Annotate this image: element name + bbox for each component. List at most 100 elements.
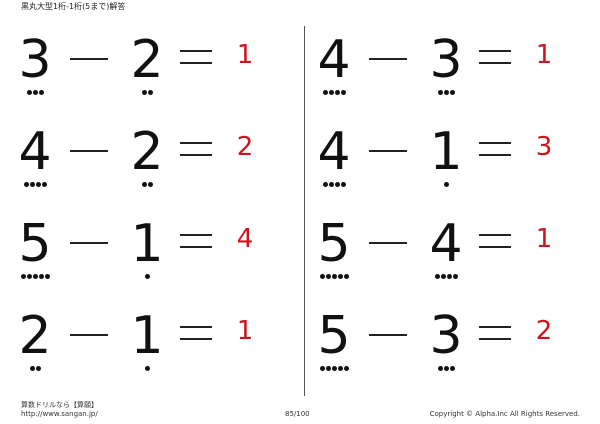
footer-url-link[interactable]: http://www.sangan.jp/ [21,410,98,418]
digit-text: 5 [18,214,52,274]
minuend-digit: 5 [317,310,351,376]
equals-sign [479,142,511,156]
count-dot [41,182,47,187]
count-dot [343,366,349,371]
count-dot [325,366,331,371]
footer-page-number: 85/100 [285,410,310,418]
counting-dots [130,90,164,95]
minus-sign [369,334,407,336]
equals-sign [180,326,212,340]
page-header-title: 黒丸大型1桁-1桁(5まで)解答 [21,2,126,11]
count-dot [32,274,38,279]
digit-text: 5 [317,214,351,274]
footer-brand: 算数ドリルなら【算願】 [21,401,98,409]
answer-value: 2 [236,132,254,162]
count-dot [144,274,150,279]
count-dot [452,274,458,279]
equals-sign [479,326,511,340]
minuend-digit: 2 [18,310,52,376]
minus-sign [369,242,407,244]
digit-text: 2 [130,122,164,182]
count-dot [437,366,443,371]
minus-sign [70,242,108,244]
count-dot [38,90,44,95]
minuend-digit: 3 [18,34,52,100]
answer-value: 3 [535,132,553,162]
counting-dots [130,274,164,279]
count-dot [144,366,150,371]
answer-value: 1 [236,40,254,70]
count-dot [44,274,50,279]
minus-sign [369,150,407,152]
digit-text: 5 [317,306,351,366]
count-dot [20,274,26,279]
count-dot [340,90,346,95]
counting-dots [130,182,164,187]
count-dot [440,274,446,279]
equals-sign [479,50,511,64]
digit-text: 4 [18,122,52,182]
counting-dots [317,366,351,371]
counting-dots [18,90,52,95]
counting-dots [18,366,52,371]
count-dot [141,90,147,95]
count-dot [443,366,449,371]
subtrahend-digit: 4 [429,218,463,284]
equals-sign [180,142,212,156]
count-dot [319,274,325,279]
digit-text: 1 [130,214,164,274]
minuend-digit: 4 [317,126,351,192]
count-dot [147,90,153,95]
minus-sign [369,58,407,60]
count-dot [449,90,455,95]
subtrahend-digit: 3 [429,310,463,376]
count-dot [443,90,449,95]
digit-text: 3 [429,306,463,366]
digit-text: 4 [429,214,463,274]
counting-dots [18,274,52,279]
counting-dots [317,182,351,187]
counting-dots [429,366,463,371]
counting-dots [429,182,463,187]
count-dot [343,274,349,279]
count-dot [340,182,346,187]
count-dot [322,90,328,95]
counting-dots [18,182,52,187]
problem-row: 5 1 4 [8,214,278,306]
count-dot [32,90,38,95]
count-dot [437,90,443,95]
count-dot [29,182,35,187]
subtrahend-digit: 1 [429,126,463,192]
count-dot [337,366,343,371]
count-dot [38,274,44,279]
counting-dots [429,90,463,95]
answer-value: 1 [236,316,254,346]
count-dot [449,366,455,371]
minus-sign [70,334,108,336]
minuend-digit: 4 [18,126,52,192]
count-dot [331,274,337,279]
count-dot [334,182,340,187]
count-dot [322,182,328,187]
count-dot [325,274,331,279]
count-dot [328,182,334,187]
equals-sign [180,50,212,64]
digit-text: 2 [130,30,164,90]
digit-text: 3 [18,30,52,90]
equals-sign [180,234,212,248]
count-dot [26,274,32,279]
count-dot [443,182,449,187]
count-dot [334,90,340,95]
count-dot [147,182,153,187]
subtrahend-digit: 3 [429,34,463,100]
digit-text: 2 [18,306,52,366]
answer-value: 4 [236,224,254,254]
count-dot [29,366,35,371]
problem-row: 4 1 3 [307,122,577,214]
count-dot [328,90,334,95]
